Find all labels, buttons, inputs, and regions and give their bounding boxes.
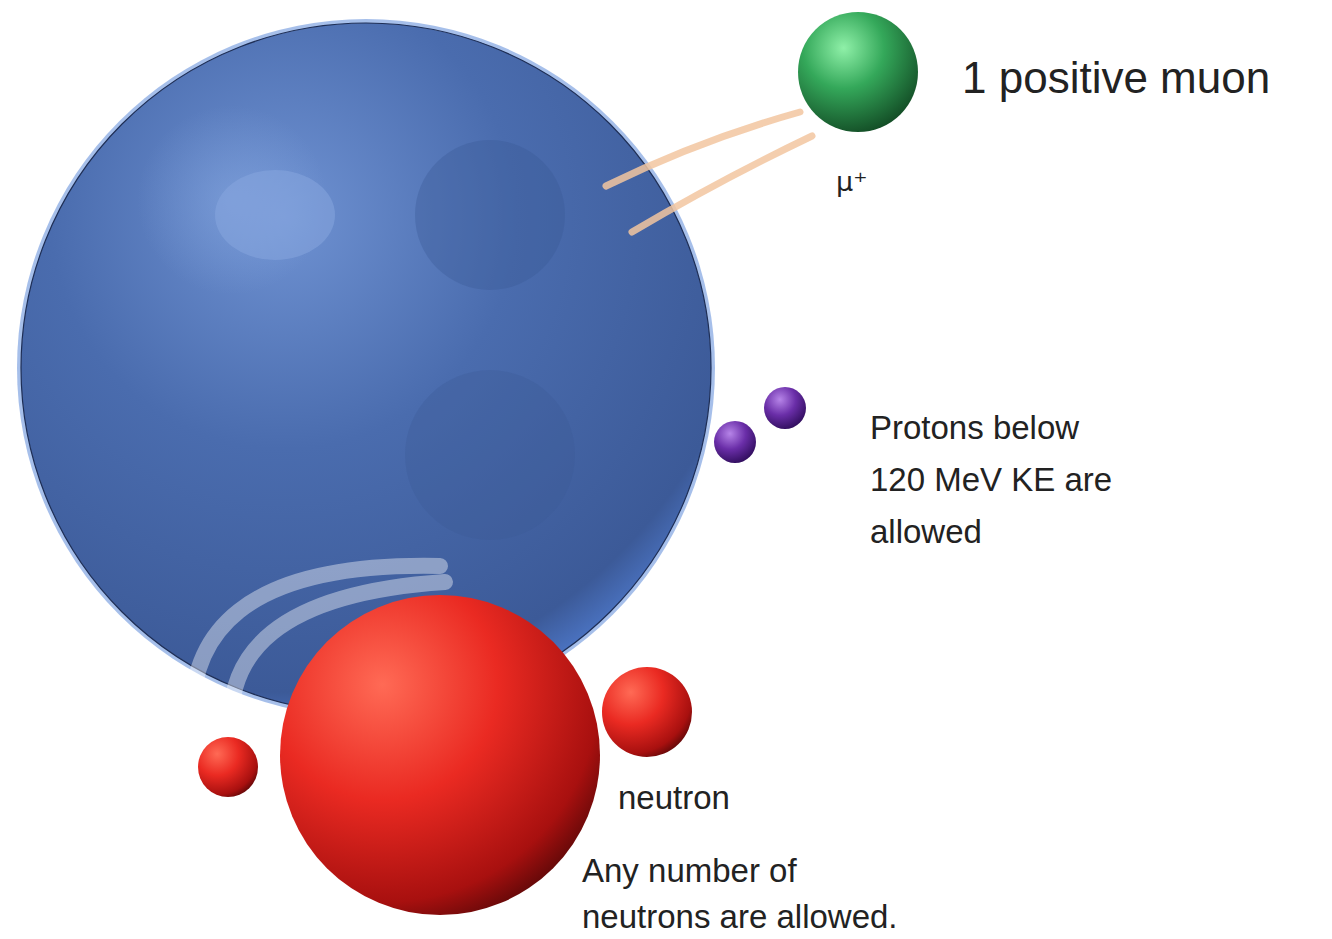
muon-trail bbox=[606, 112, 800, 186]
proton-sphere bbox=[714, 421, 756, 463]
nucleus bbox=[21, 23, 711, 713]
nucleon-shadow bbox=[415, 140, 565, 290]
neutron-sphere bbox=[280, 595, 600, 915]
neutron-sphere bbox=[198, 737, 258, 797]
nucleus-highlight bbox=[215, 170, 335, 260]
proton-sphere bbox=[764, 387, 806, 429]
note-text: Protons below 120 MeV KE are allowed bbox=[870, 402, 1132, 558]
muon-sphere bbox=[798, 12, 918, 132]
nucleon-shadow bbox=[405, 370, 575, 540]
nucleus-glow bbox=[17, 19, 715, 717]
note-text: Any number of neutrons are allowed. bbox=[582, 848, 922, 939]
particle-label: 1 positive muon bbox=[962, 52, 1322, 104]
neutron-sphere bbox=[602, 667, 692, 757]
particle-symbol: μ⁺ bbox=[836, 166, 896, 198]
muon-trail bbox=[632, 136, 812, 232]
particle-label: neutron bbox=[618, 778, 778, 818]
